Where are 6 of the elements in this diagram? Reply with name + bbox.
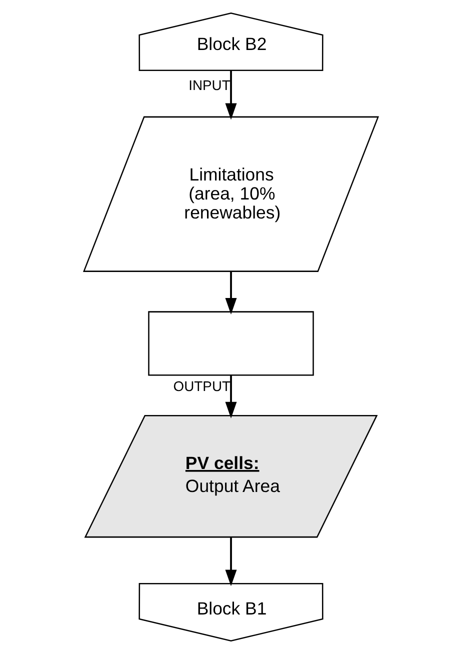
arrow <box>225 375 237 418</box>
arrow <box>225 537 237 586</box>
node-box <box>148 311 314 376</box>
arrow <box>225 271 237 314</box>
arrow <box>225 70 237 120</box>
edge-label: INPUT <box>188 76 230 93</box>
